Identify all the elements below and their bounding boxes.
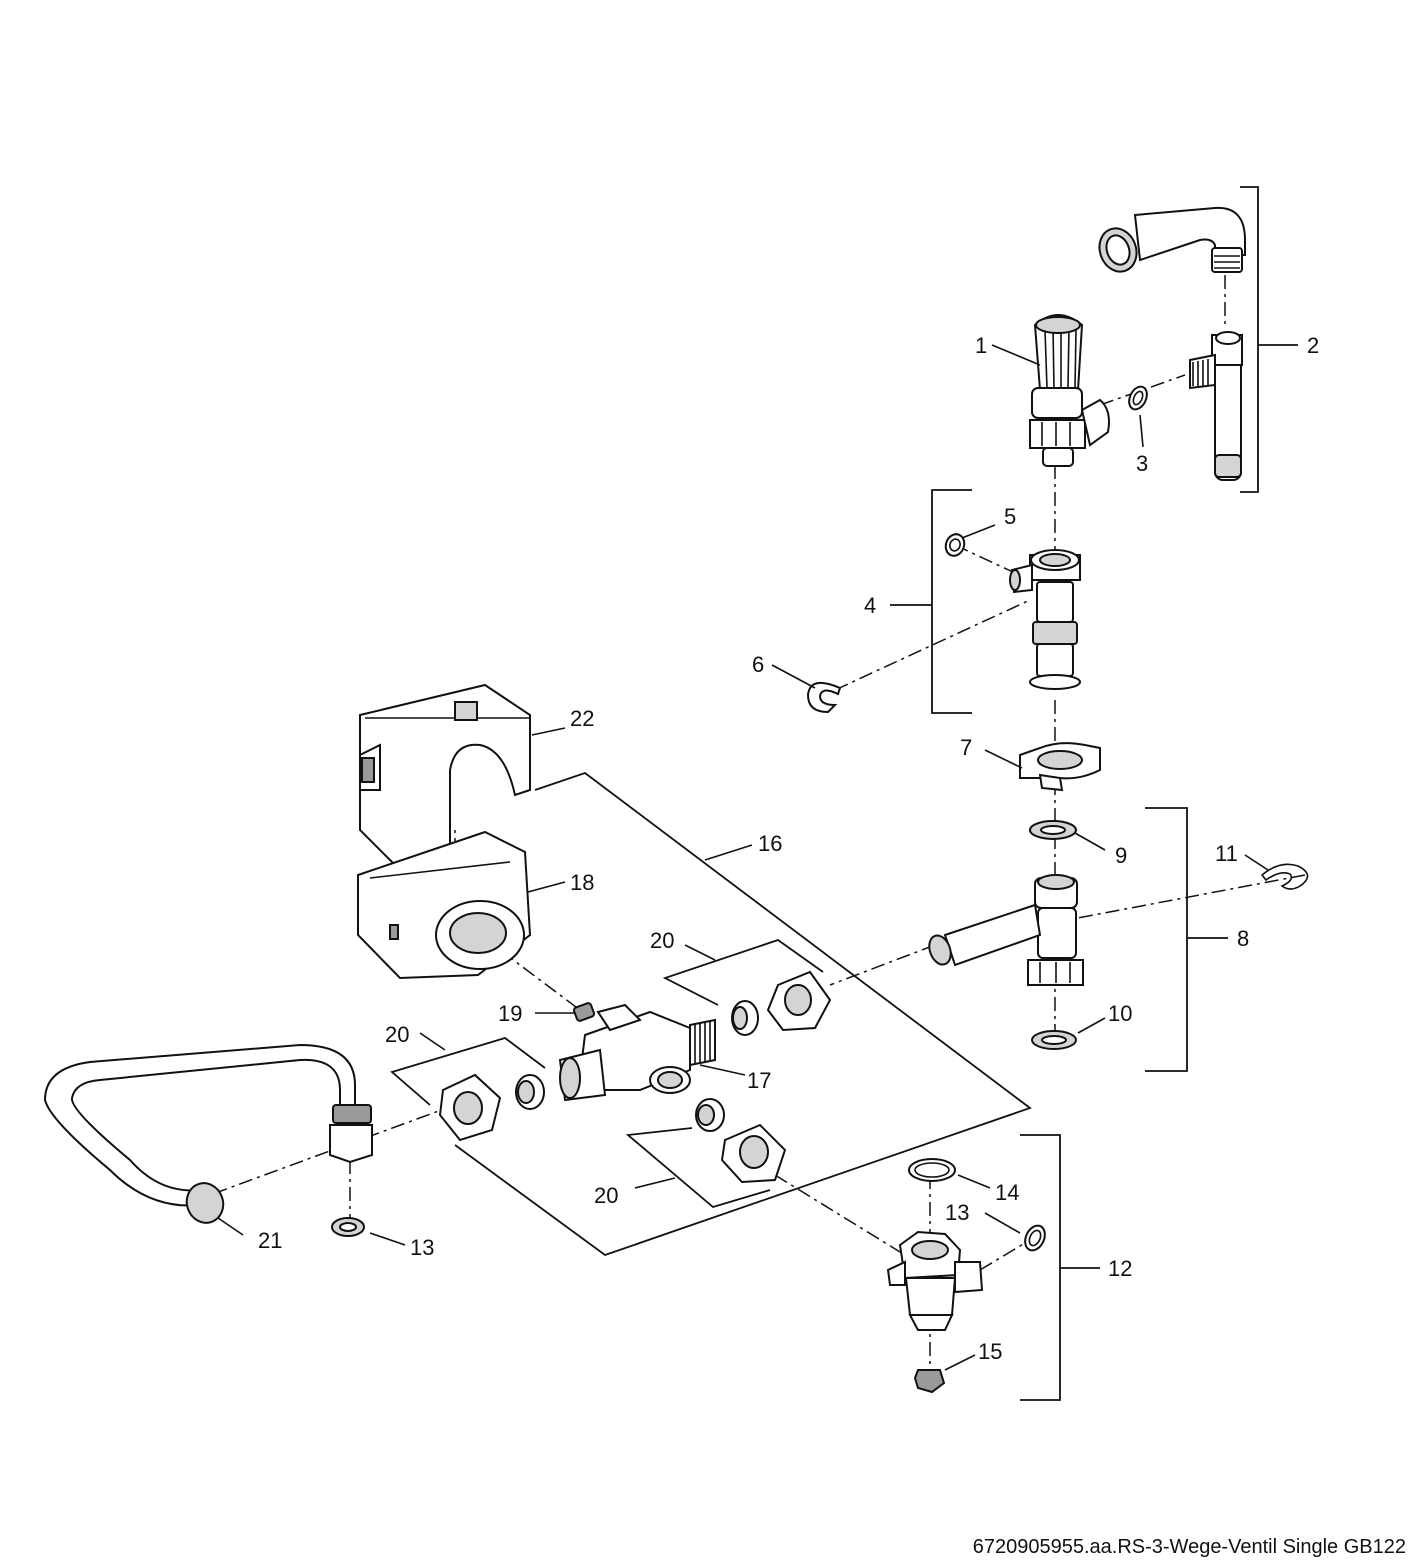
- part-15-plug: [913, 1369, 946, 1394]
- part-9-gasket: [1029, 820, 1077, 840]
- label-21: 21: [258, 1228, 282, 1253]
- label-18: 18: [570, 870, 594, 895]
- part-7-clip: [1019, 742, 1101, 792]
- part-8-tee-fitting: [928, 874, 1084, 986]
- part-13-o-ring-right: [1024, 1224, 1046, 1252]
- part-1-valve: [1029, 314, 1110, 467]
- label-13-right: 13: [945, 1200, 969, 1225]
- part-13-gasket-left: [331, 1217, 365, 1237]
- label-7: 7: [960, 735, 972, 760]
- part-20-fittings: [438, 970, 832, 1184]
- label-14: 14: [995, 1180, 1019, 1205]
- leader-lines: [217, 344, 1269, 1371]
- label-10: 10: [1108, 1001, 1132, 1026]
- label-19: 19: [498, 1001, 522, 1026]
- label-5: 5: [1004, 504, 1016, 529]
- part-22-cover: [359, 683, 531, 872]
- label-13-left: 13: [410, 1235, 434, 1260]
- part-11-clip: [1260, 863, 1309, 890]
- part-labels: 1 2 3 4 5 6 7 8 9 10 11 12 13 13 14 15 1…: [258, 333, 1319, 1364]
- label-6: 6: [752, 652, 764, 677]
- part-10-gasket: [1031, 1030, 1077, 1050]
- part-21-hose: [43, 1043, 373, 1224]
- label-20-bottom: 20: [594, 1183, 618, 1208]
- label-16: 16: [758, 831, 782, 856]
- label-11: 11: [1215, 841, 1238, 866]
- part-6-clip: [806, 681, 842, 714]
- label-9: 9: [1115, 843, 1127, 868]
- part-18-actuator: [357, 830, 532, 980]
- label-20-top: 20: [650, 928, 674, 953]
- part-14-o-ring: [908, 1158, 956, 1182]
- label-1: 1: [975, 333, 987, 358]
- part-19-screw: [572, 1002, 596, 1022]
- label-12: 12: [1108, 1256, 1132, 1281]
- brackets: [390, 186, 1298, 1401]
- label-20-left: 20: [385, 1022, 409, 1047]
- part-3-o-ring: [1128, 385, 1148, 411]
- label-8: 8: [1237, 926, 1249, 951]
- part-2-pipe-assembly: [1098, 206, 1246, 481]
- label-3: 3: [1136, 451, 1148, 476]
- label-2: 2: [1307, 333, 1319, 358]
- label-22: 22: [570, 706, 594, 731]
- label-4: 4: [864, 593, 876, 618]
- part-5-o-ring: [944, 533, 966, 557]
- label-15: 15: [978, 1339, 1002, 1364]
- label-17: 17: [747, 1068, 771, 1093]
- drawing-reference-caption: 6720905955.aa.RS-3-Wege-Ventil Single GB…: [972, 1536, 1406, 1558]
- part-4-connector: [1009, 549, 1081, 690]
- part-12-coupling: [886, 1230, 984, 1331]
- part-17-valve-body: [558, 1003, 716, 1102]
